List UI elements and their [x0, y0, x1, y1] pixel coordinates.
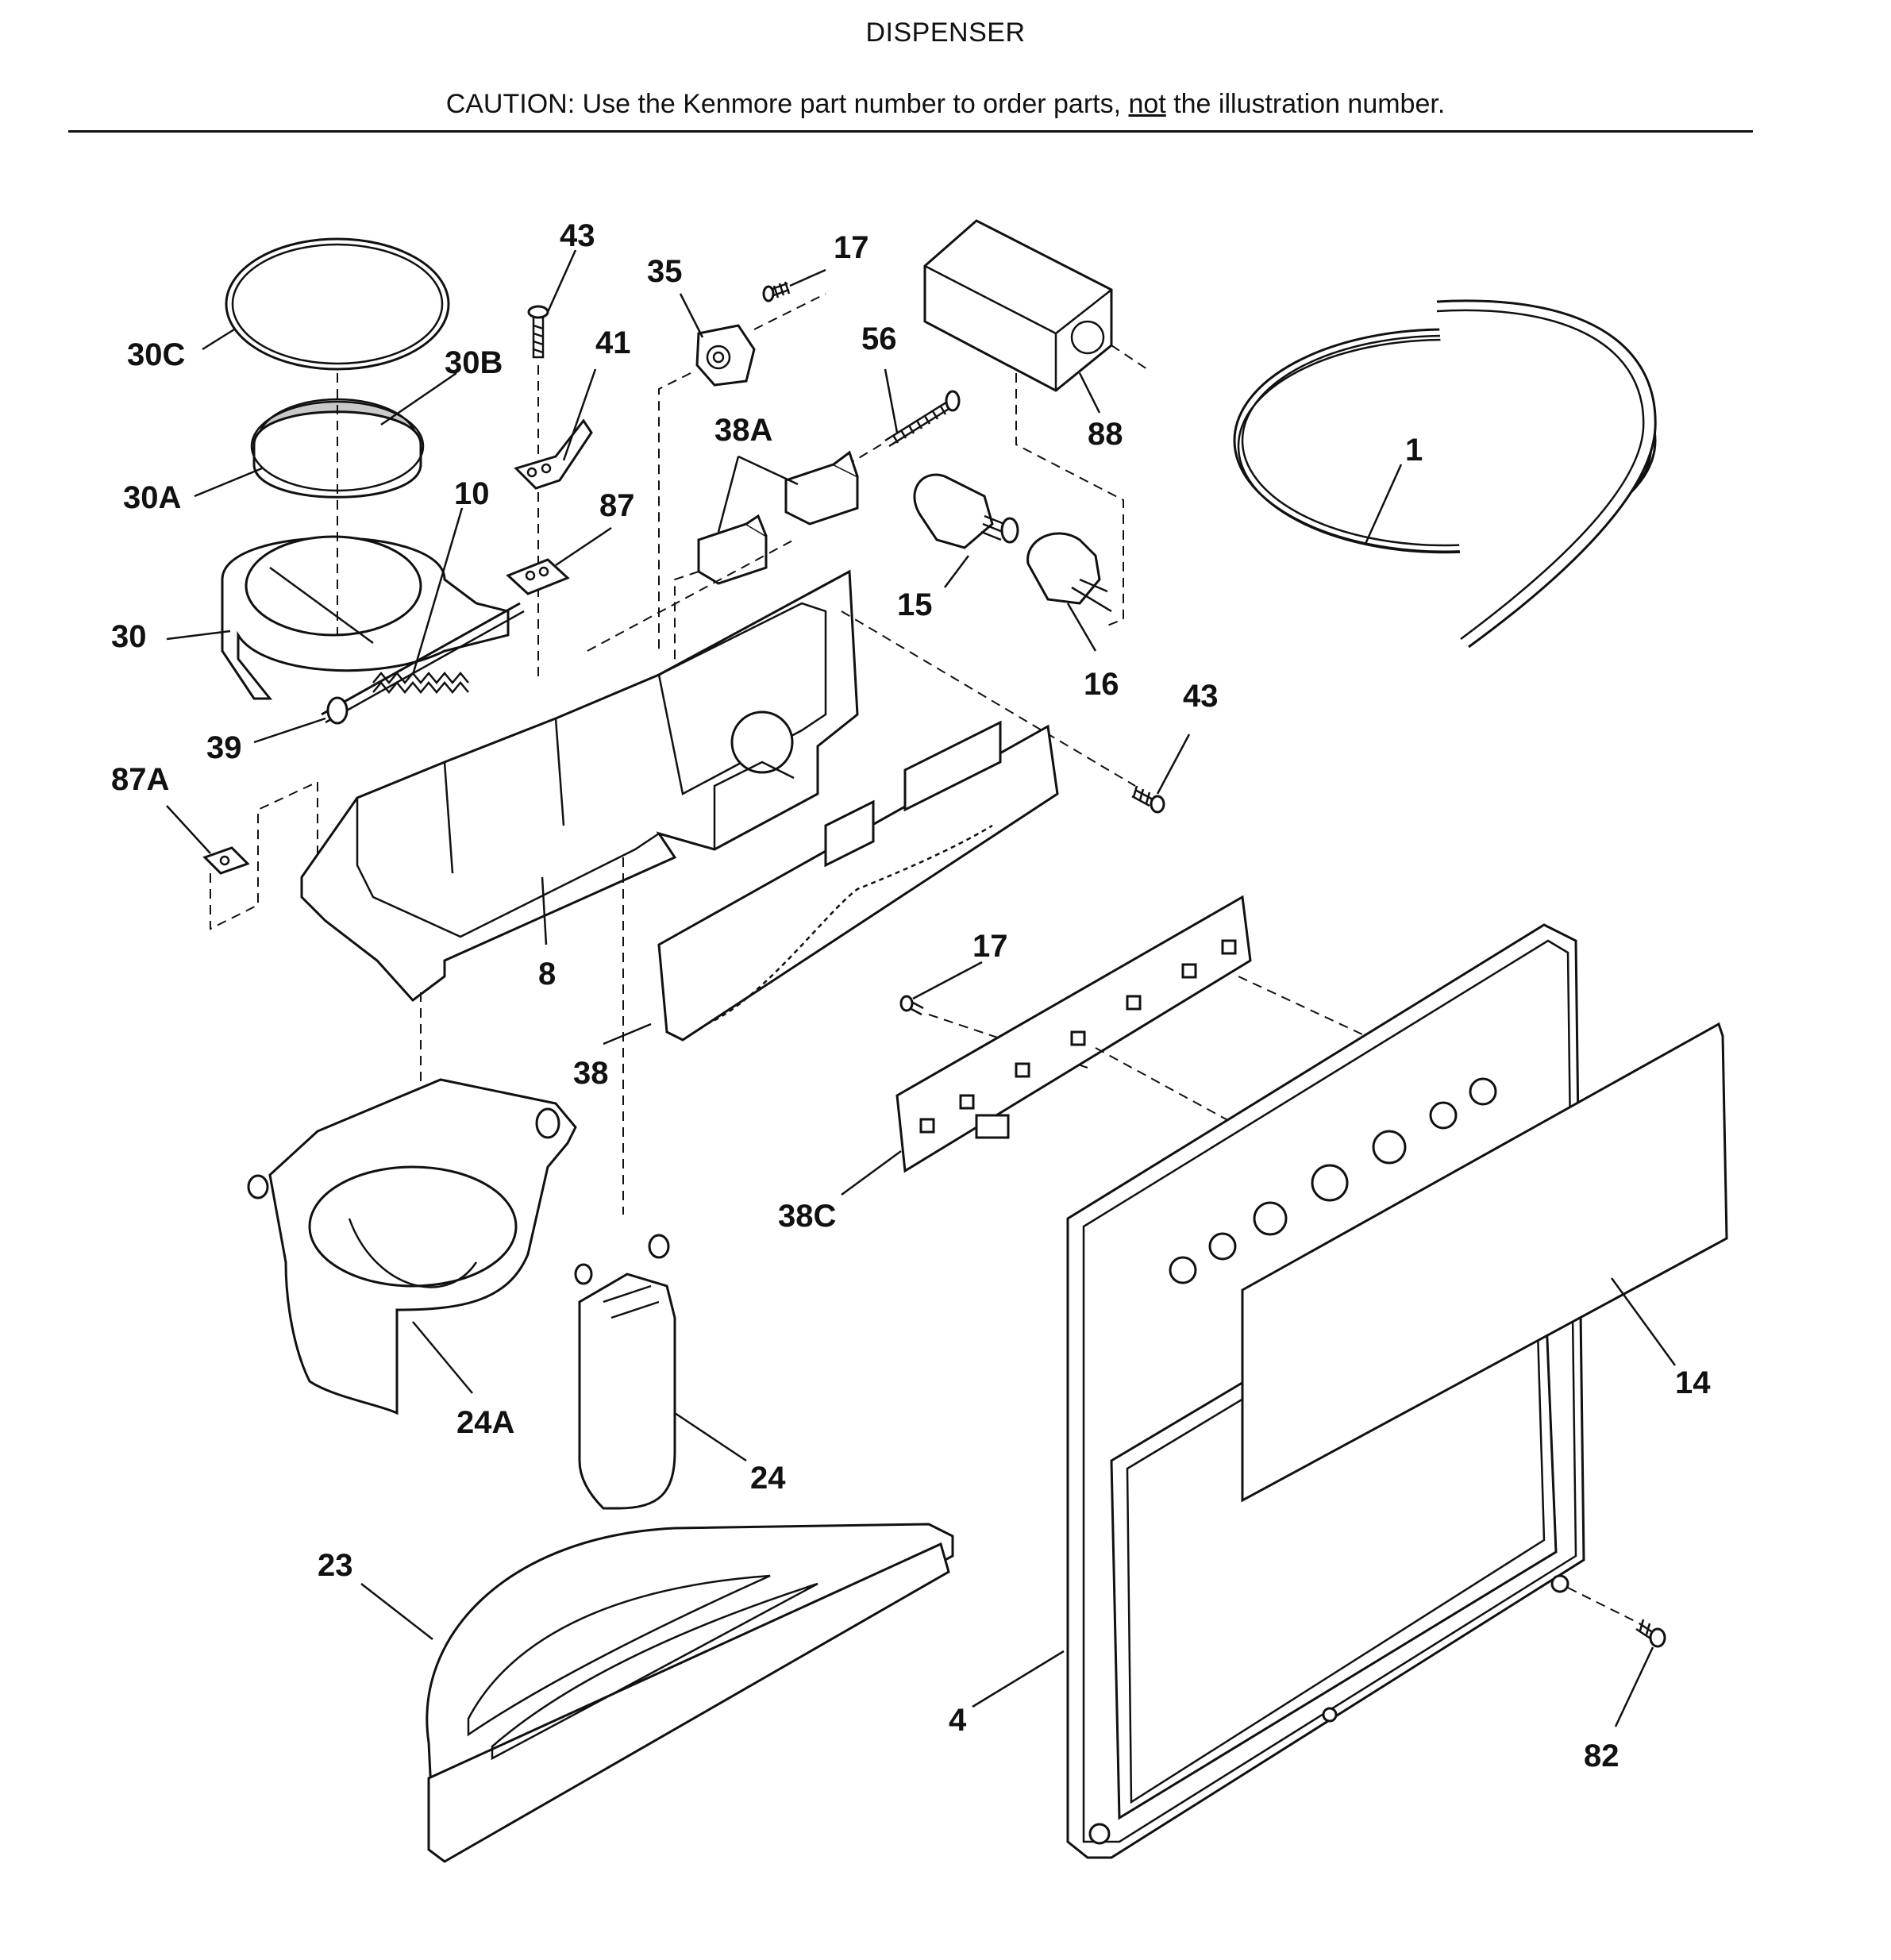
callout-4: 4 — [949, 1703, 967, 1738]
caution-prefix: CAUTION: Use the Kenmore part number to … — [445, 89, 1129, 119]
callout-30a: 30A — [123, 480, 181, 515]
part-1-tubing[interactable] — [1233, 299, 1657, 649]
part-17-screw-top[interactable] — [762, 281, 791, 302]
part-30-chute-door[interactable] — [221, 535, 510, 700]
callout-labels: 30C 30B 30A 30 10 39 87A 43 41 87 35 17 … — [111, 218, 1711, 1773]
part-82-screw[interactable] — [1635, 1619, 1666, 1648]
part-39-shaft[interactable] — [321, 602, 525, 725]
part-87-plate[interactable] — [506, 558, 570, 595]
callout-17-middle: 17 — [972, 929, 1008, 964]
callout-17-top: 17 — [834, 230, 869, 265]
callout-35: 35 — [647, 254, 683, 289]
caution-emphasis: not — [1128, 89, 1166, 119]
part-8-housing[interactable] — [300, 569, 859, 1003]
callout-88: 88 — [1088, 417, 1123, 452]
part-23-drip-tray[interactable] — [426, 1523, 954, 1863]
callout-38c: 38C — [778, 1199, 836, 1234]
part-38-control-board[interactable] — [657, 720, 1059, 1042]
callout-16: 16 — [1084, 667, 1119, 702]
callout-87: 87 — [599, 488, 635, 523]
callout-24: 24 — [750, 1461, 786, 1496]
callout-14: 14 — [1675, 1365, 1711, 1400]
part-38c-switch-board[interactable] — [895, 895, 1252, 1173]
caution-note: CAUTION: Use the Kenmore part number to … — [0, 89, 1891, 120]
callout-43-right: 43 — [1183, 679, 1219, 714]
callout-10: 10 — [454, 476, 490, 511]
callout-43-top: 43 — [560, 218, 595, 253]
part-35-switch[interactable] — [695, 324, 756, 387]
callout-30b: 30B — [445, 345, 503, 380]
part-17-screw-middle[interactable] — [899, 995, 924, 1016]
part-30c-gasket[interactable] — [225, 237, 450, 371]
callout-23: 23 — [318, 1548, 353, 1583]
callout-38a: 38A — [714, 413, 772, 448]
callout-30: 30 — [111, 619, 147, 654]
part-24a-ice-chute[interactable] — [247, 1078, 577, 1415]
part-43-screw-right[interactable] — [1131, 785, 1165, 814]
part-41-bracket[interactable] — [514, 418, 593, 490]
part-87a-clip[interactable] — [202, 846, 250, 875]
callout-15: 15 — [897, 587, 933, 622]
page-title: DISPENSER — [865, 17, 1026, 48]
leader-lines — [166, 249, 1677, 1727]
callout-30c: 30C — [127, 337, 185, 372]
callout-41: 41 — [595, 325, 631, 360]
part-43-screw-top[interactable] — [527, 305, 549, 359]
part-16-socket[interactable] — [1026, 532, 1112, 613]
callout-1: 1 — [1405, 433, 1423, 468]
callout-82: 82 — [1584, 1739, 1619, 1773]
callout-38: 38 — [573, 1056, 609, 1091]
part-88-box[interactable] — [923, 219, 1113, 392]
part-24-flapper[interactable] — [574, 1234, 676, 1510]
callout-87a: 87A — [111, 762, 169, 797]
part-14-panel[interactable] — [1241, 1022, 1728, 1503]
part-56-long-screw[interactable] — [884, 390, 961, 448]
callout-8: 8 — [538, 957, 556, 992]
header-rule — [68, 130, 1753, 133]
callout-24a: 24A — [456, 1405, 514, 1440]
part-15-bulb[interactable] — [913, 473, 1019, 549]
part-10-spring[interactable] — [372, 672, 469, 694]
callout-56: 56 — [861, 322, 897, 356]
caution-suffix: the illustration number. — [1165, 89, 1446, 119]
callout-39: 39 — [206, 730, 242, 765]
